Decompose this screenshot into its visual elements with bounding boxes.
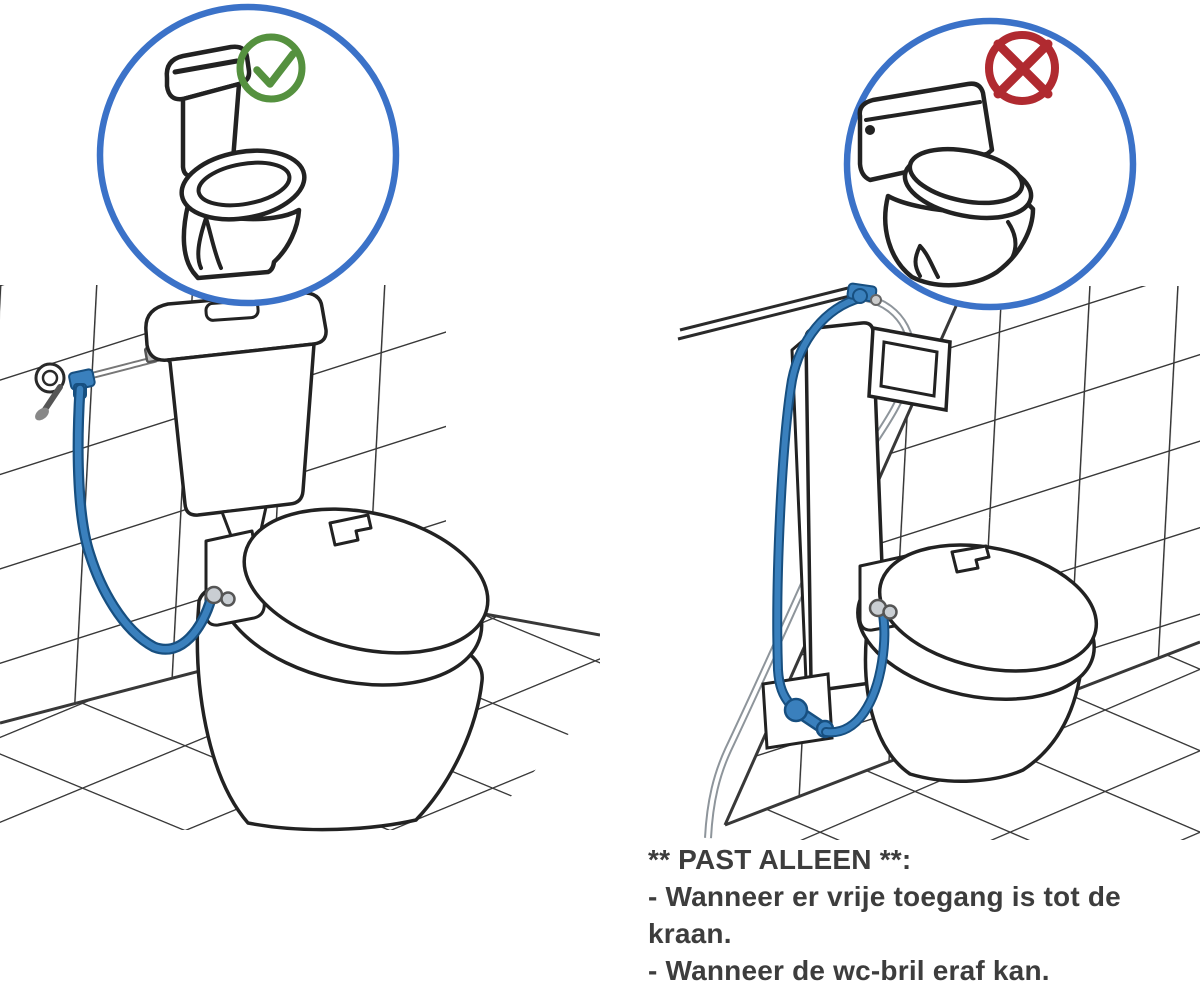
left-scene-suitable-installation: [0, 285, 600, 832]
cistern-lid: [144, 291, 328, 362]
toilet: [195, 507, 490, 832]
bidet-hose: [772, 282, 898, 739]
seat-hose-fitting: [204, 585, 224, 605]
toilet: [856, 543, 1099, 783]
instruction-line: - Wanneer de wc-bril eraf kan.: [648, 955, 1050, 986]
bidet-hose: [72, 383, 236, 655]
check-approved-icon: [236, 33, 306, 103]
cistern: [143, 291, 328, 548]
lid-hinge: [328, 513, 373, 547]
half-wall-top-edge: [677, 286, 851, 341]
instructions: ** PAST ALLEEN **: - Wanneer er vrije to…: [648, 841, 1200, 989]
cistern-body: [166, 342, 316, 517]
instruction-line: - Wanneer er vrije toegang is tot de kra…: [648, 881, 1121, 949]
angle-valve: [783, 697, 809, 723]
instructions-title: ** PAST ALLEEN **:: [648, 844, 912, 875]
lid-hinge: [950, 544, 991, 574]
right-scene-unsuitable-installation: [677, 282, 1200, 840]
badge-unsuitable-toilet: [840, 14, 1140, 314]
seat-lid: [877, 543, 1099, 673]
flush-plate: [867, 325, 952, 413]
tap-handle: [41, 384, 63, 414]
close-coupled-toilet-icon: [164, 44, 307, 281]
one-piece-toilet-icon: [857, 81, 1036, 288]
water-tap-assembly: [34, 355, 157, 421]
badge-suitable-toilet: [93, 0, 403, 310]
cross-rejected-icon: [985, 31, 1059, 105]
seat-lid: [242, 507, 490, 655]
